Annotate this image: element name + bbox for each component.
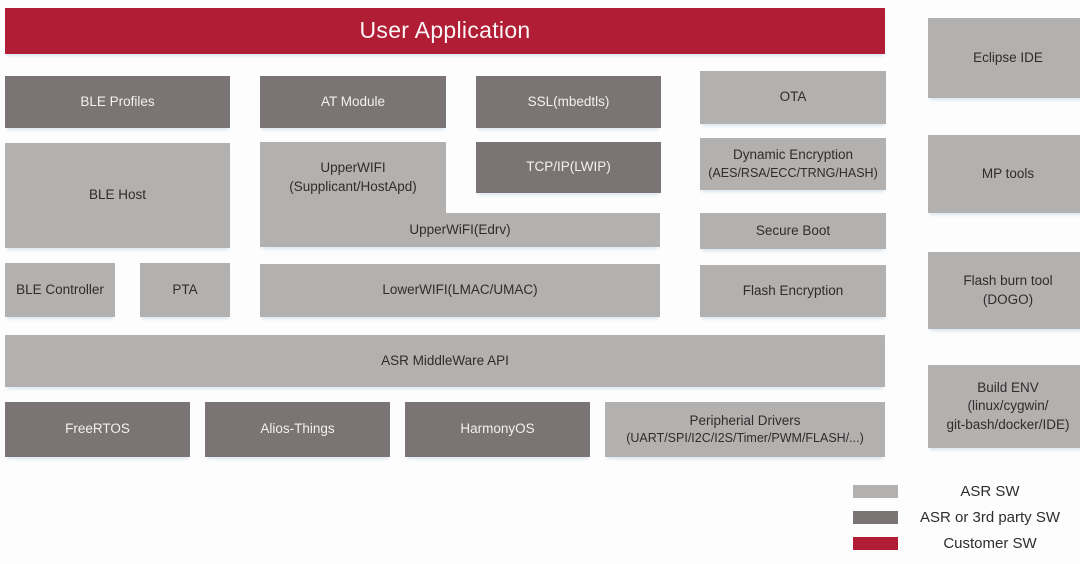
block-label: PTA xyxy=(172,281,198,297)
block-label: AT Module xyxy=(320,93,386,109)
block-label: HarmonyOS xyxy=(460,421,535,437)
block-freertos: FreeRTOS xyxy=(5,402,190,457)
tool-label-line3: git-bash/docker/IDE) xyxy=(946,416,1070,432)
block-label: BLE Profiles xyxy=(80,93,155,109)
block-secure-boot: Secure Boot xyxy=(700,213,886,249)
block-label: BLE Host xyxy=(88,187,147,203)
tool-build-env: Build ENV (linux/cygwin/ git-bash/docker… xyxy=(928,365,1080,448)
user-application-banner: User Application xyxy=(5,8,885,54)
tool-mp-tools: MP tools xyxy=(928,135,1080,213)
tool-eclipse-ide: Eclipse IDE xyxy=(928,18,1080,98)
block-lower-wifi: LowerWIFI(LMAC/UMAC) xyxy=(260,264,660,317)
legend-item-asr-sw: ASR SW xyxy=(0,483,1080,501)
legend-label: ASR SW xyxy=(960,483,1020,500)
tool-label-line1: Build ENV xyxy=(977,380,1039,396)
block-label: ASR MiddleWare API xyxy=(381,352,509,368)
tool-label: MP tools xyxy=(981,165,1035,181)
user-application-label: User Application xyxy=(359,17,531,44)
block-at-module: AT Module xyxy=(260,76,446,128)
block-label: FreeRTOS xyxy=(65,421,130,437)
block-label-line1: Dynamic Encryption xyxy=(732,147,854,163)
block-label: OTA xyxy=(779,89,807,105)
block-dynamic-encryption: Dynamic Encryption (AES/RSA/ECC/TRNG/HAS… xyxy=(700,138,886,190)
legend-item-customer-sw: Customer SW xyxy=(0,535,1080,553)
block-pta: PTA xyxy=(140,263,230,317)
block-upper-wifi-edrv: UpperWiFI(Edrv) xyxy=(260,213,660,247)
block-ota: OTA xyxy=(700,71,886,124)
legend-item-third-party-sw: ASR or 3rd party SW xyxy=(0,509,1080,527)
tool-label-line2: (DOGO) xyxy=(982,291,1034,307)
block-label: BLE Controller xyxy=(16,281,104,297)
legend-label: Customer SW xyxy=(943,535,1037,552)
tool-label-line1: Flash burn tool xyxy=(963,273,1053,289)
block-label: UpperWiFI(Edrv) xyxy=(409,221,511,237)
tool-label: Eclipse IDE xyxy=(973,49,1043,65)
tool-flash-burn-tool: Flash burn tool (DOGO) xyxy=(928,252,1080,329)
block-upper-wifi-supplicant: UpperWIFI (Supplicant/HostApd) xyxy=(260,142,446,213)
tool-label-line2: (linux/cygwin/ xyxy=(967,398,1049,414)
block-ble-profiles: BLE Profiles xyxy=(5,76,230,128)
block-harmonyos: HarmonyOS xyxy=(405,402,590,457)
block-label: Alios-Things xyxy=(260,421,335,437)
block-label-line2: (UART/SPI/I2C/I2S/Timer/PWM/FLASH/...) xyxy=(626,431,864,446)
legend-swatch-customer-sw xyxy=(853,537,898,550)
block-peripherial-drivers: Peripherial Drivers (UART/SPI/I2C/I2S/Ti… xyxy=(605,402,885,457)
block-ble-controller: BLE Controller xyxy=(5,263,115,317)
block-ble-host: BLE Host xyxy=(5,143,230,248)
block-tcp-ip-lwip: TCP/IP(LWIP) xyxy=(476,142,661,193)
legend-swatch-asr-sw xyxy=(853,485,898,498)
legend-label: ASR or 3rd party SW xyxy=(919,509,1061,526)
block-label: LowerWIFI(LMAC/UMAC) xyxy=(382,282,538,298)
block-label: Flash Encryption xyxy=(742,282,844,298)
block-alios-things: Alios-Things xyxy=(205,402,390,457)
block-asr-middleware-api: ASR MiddleWare API xyxy=(5,335,885,387)
block-label: Secure Boot xyxy=(755,222,831,238)
legend-swatch-third-party-sw xyxy=(853,511,898,524)
block-label: TCP/IP(LWIP) xyxy=(526,159,611,175)
block-flash-encryption: Flash Encryption xyxy=(700,265,886,317)
block-label-line1: Peripherial Drivers xyxy=(689,412,801,428)
block-label-line2: (AES/RSA/ECC/TRNG/HASH) xyxy=(708,165,878,180)
block-ssl-mbedtls: SSL(mbedtls) xyxy=(476,76,661,128)
block-label-line1: UpperWIFI xyxy=(320,160,386,176)
block-label: SSL(mbedtls) xyxy=(527,93,610,109)
block-label-line2: (Supplicant/HostApd) xyxy=(289,178,417,194)
